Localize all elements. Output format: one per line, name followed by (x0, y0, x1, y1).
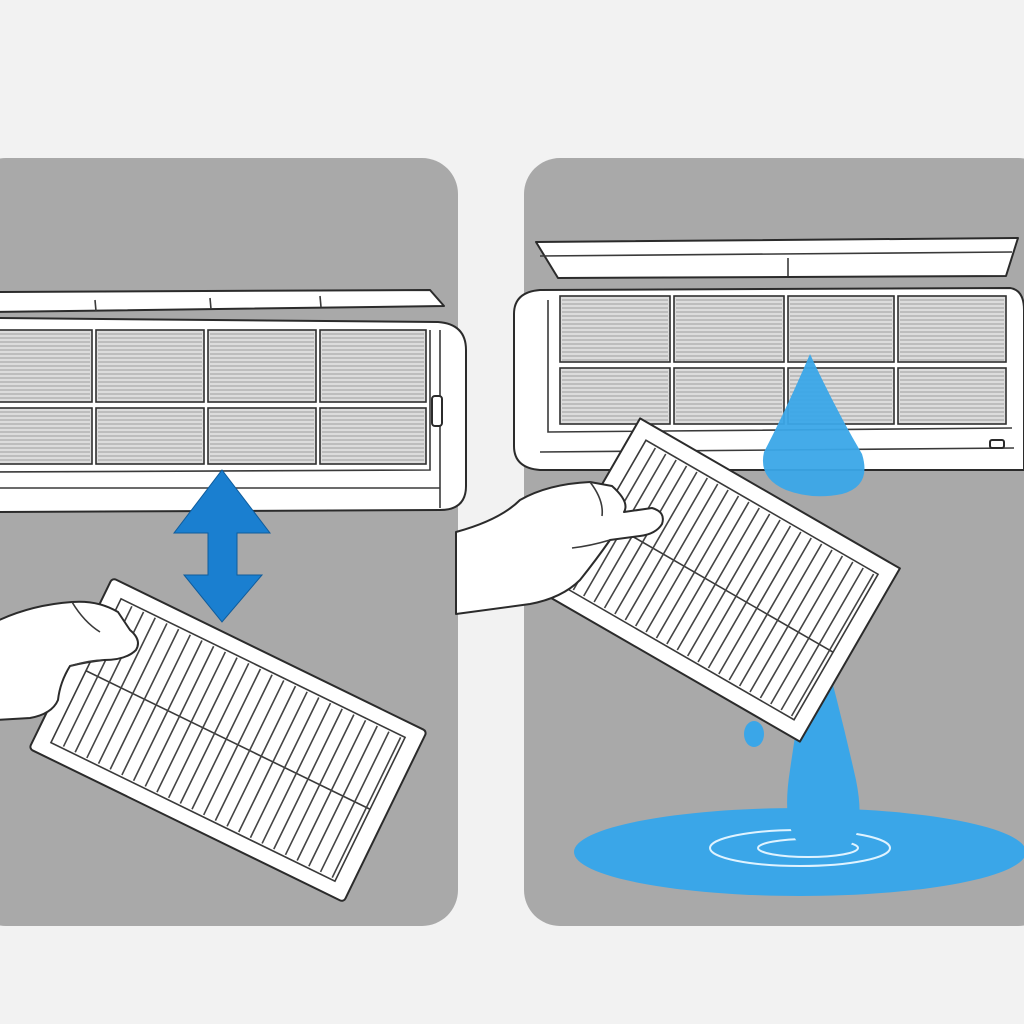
filter-fin (238, 691, 308, 833)
filter-fin (202, 674, 273, 816)
filter-fin (296, 719, 367, 861)
filter-fin (645, 489, 729, 633)
remove-filter-panel (0, 158, 467, 926)
left-hand-icon (0, 600, 139, 721)
filter-fin (249, 697, 320, 839)
filter-fin (331, 737, 402, 878)
filter-fin (686, 513, 771, 657)
filter-fin (655, 495, 740, 639)
filter-fin (319, 731, 390, 873)
filter-fin (167, 657, 238, 799)
filter-fin (214, 680, 285, 821)
filter-fin (284, 714, 355, 856)
filter-fin (156, 651, 227, 793)
filter-fin (109, 628, 180, 770)
right-hand-icon (455, 481, 664, 615)
filter-fin (86, 617, 156, 759)
left-ac-front-cover (0, 289, 445, 313)
small-water-drop-icon (744, 721, 764, 747)
filter-fin (697, 519, 781, 663)
right-filter-icon (539, 417, 901, 743)
filter-fin (676, 507, 760, 651)
filter-fin (144, 645, 215, 787)
filter-fin (707, 525, 792, 669)
filter-fin (759, 555, 844, 699)
right-ac-mesh (559, 295, 1007, 425)
filter-fin (121, 634, 192, 776)
filter-fin (624, 477, 708, 621)
water-drop-icon (762, 354, 865, 497)
filter-fin (780, 567, 864, 711)
filter-fin (635, 483, 719, 627)
filter-fin (749, 549, 833, 693)
filter-fin (790, 573, 875, 717)
filter-fin (614, 471, 698, 615)
wash-filter-panel (455, 158, 1024, 926)
filter-fin (97, 623, 168, 764)
filter-fin (179, 662, 250, 804)
left-ac-unit (0, 289, 467, 513)
filter-fin (770, 561, 854, 705)
up-down-arrow-icon (172, 469, 272, 623)
filter-fin (261, 702, 332, 844)
filter-fin (273, 708, 343, 850)
filter-fin (718, 531, 802, 675)
filter-fin (728, 537, 812, 681)
filter-fin (226, 685, 297, 827)
filter-fin (738, 543, 823, 687)
filter-fin (132, 640, 203, 782)
filter-fin (666, 501, 750, 645)
filter-fin (603, 465, 688, 609)
right-ac-front-cover (535, 237, 1019, 279)
left-ac-mesh (0, 329, 427, 465)
filter-fin (191, 668, 262, 810)
filter-fin (308, 725, 378, 867)
